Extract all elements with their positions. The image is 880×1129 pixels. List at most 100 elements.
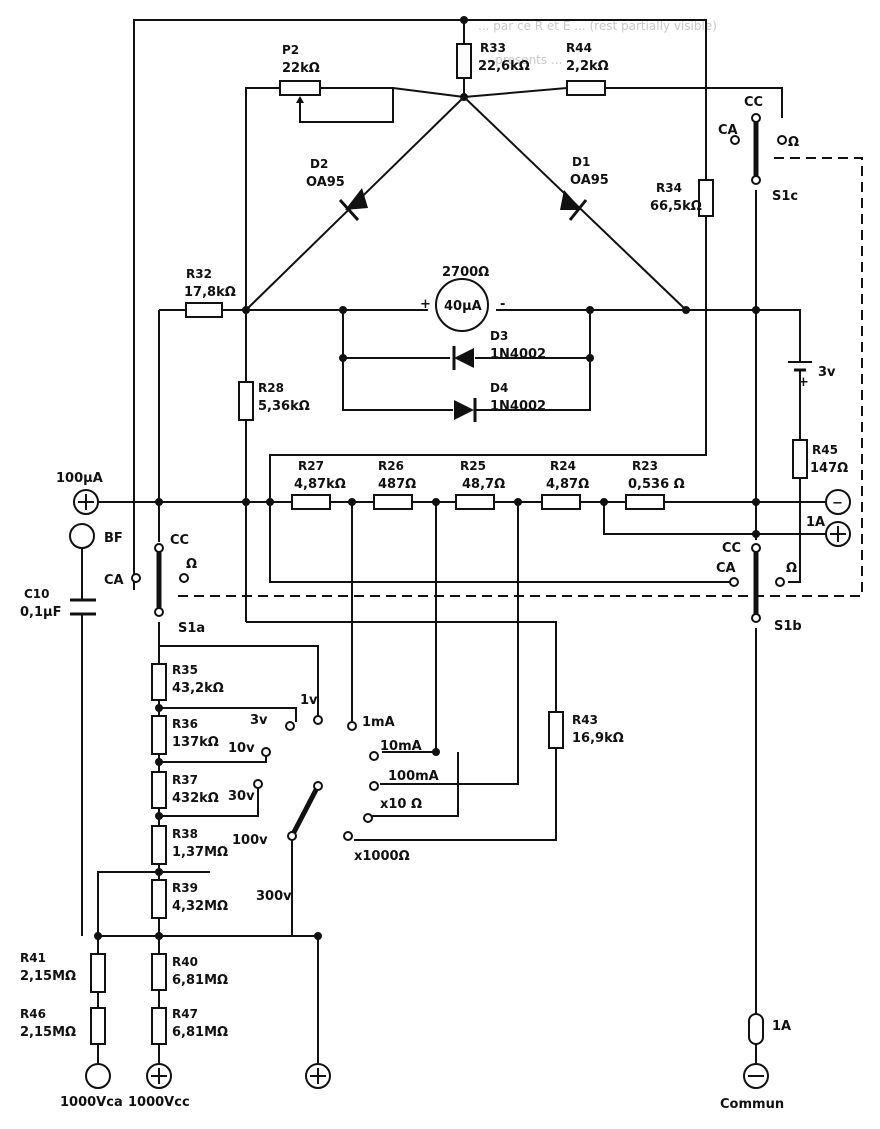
svg-text:432kΩ: 432kΩ — [172, 791, 219, 806]
svg-text:1mA: 1mA — [362, 715, 395, 730]
current-range-contacts[interactable] — [343, 721, 379, 841]
svg-text:OA95: OA95 — [306, 175, 345, 190]
svg-text:6,81MΩ: 6,81MΩ — [172, 973, 228, 988]
svg-text:22,6kΩ: 22,6kΩ — [478, 59, 530, 74]
svg-text:+: + — [420, 297, 431, 312]
svg-text:1000Vca: 1000Vca — [60, 1095, 123, 1110]
resistor-R47: R47 6,81MΩ — [151, 1007, 228, 1045]
voltage-range-switch[interactable] — [253, 715, 323, 841]
svg-text:R32: R32 — [186, 267, 212, 281]
svg-text:Ω: Ω — [788, 135, 799, 150]
svg-text:487Ω: 487Ω — [378, 477, 416, 492]
svg-text:R33: R33 — [480, 41, 506, 55]
terminal-bf[interactable]: BF — [69, 523, 123, 549]
svg-text:1000Vcc: 1000Vcc — [128, 1095, 190, 1110]
svg-text:30v: 30v — [228, 789, 255, 804]
svg-text:-: - — [500, 297, 505, 312]
svg-text:10mA: 10mA — [380, 739, 422, 754]
svg-text:BF: BF — [104, 531, 123, 546]
svg-text:40µA: 40µA — [444, 299, 482, 314]
svg-text:R24: R24 — [550, 459, 576, 473]
svg-text:1A: 1A — [806, 515, 825, 530]
terminal-300v-output[interactable] — [305, 1063, 331, 1089]
svg-text:R26: R26 — [378, 459, 404, 473]
diode-D3: D3 1N4002 — [452, 329, 546, 370]
terminal-1A[interactable]: 1A — [806, 515, 851, 547]
svg-text:D3: D3 — [490, 329, 508, 343]
svg-text:1,37MΩ: 1,37MΩ — [172, 845, 228, 860]
resistor-R43: R43 16,9kΩ — [548, 711, 624, 749]
switch-linkage-dashed — [172, 157, 863, 597]
svg-text:R40: R40 — [172, 955, 198, 969]
svg-text:CC: CC — [722, 541, 741, 556]
svg-text:CC: CC — [170, 533, 189, 548]
resistor-R23: R23 0,536 Ω — [625, 459, 685, 510]
svg-text:4,32MΩ: 4,32MΩ — [172, 899, 228, 914]
svg-text:R41: R41 — [20, 951, 46, 965]
switch-S1c[interactable]: CC CA Ω S1c — [718, 95, 799, 204]
svg-text:+: + — [798, 375, 809, 390]
svg-text:−: − — [832, 496, 843, 511]
svg-text:R44: R44 — [566, 41, 592, 55]
svg-text:R38: R38 — [172, 827, 198, 841]
svg-text:R43: R43 — [572, 713, 598, 727]
svg-text:66,5kΩ: 66,5kΩ — [650, 199, 702, 214]
svg-text:R23: R23 — [632, 459, 658, 473]
terminal-1000vcc[interactable]: 1000Vcc — [128, 1063, 190, 1110]
resistor-R26: R26 487Ω — [373, 459, 416, 510]
meter-40uA: 40µA 2700Ω + - — [420, 265, 505, 332]
resistor-R39: R39 4,32MΩ — [151, 879, 228, 919]
svg-text:2,15MΩ: 2,15MΩ — [20, 969, 76, 984]
svg-text:1v: 1v — [300, 693, 318, 708]
resistor-R25: R25 48,7Ω — [455, 459, 505, 510]
svg-text:D2: D2 — [310, 157, 328, 171]
svg-text:x10 Ω: x10 Ω — [380, 797, 422, 812]
svg-text:2,2kΩ: 2,2kΩ — [566, 59, 609, 74]
capacitor-C10: C10 0,1µF — [20, 587, 96, 620]
switch-S1a[interactable]: CC CA Ω S1a — [104, 533, 205, 636]
svg-text:100µA: 100µA — [56, 471, 103, 486]
svg-text:S1c: S1c — [772, 189, 798, 204]
svg-text:OA95: OA95 — [570, 173, 609, 188]
svg-text:43,2kΩ: 43,2kΩ — [172, 681, 224, 696]
faded-header-line-1: ... par ce R et E ... (rest partially vi… — [478, 19, 717, 33]
svg-text:100mA: 100mA — [388, 769, 439, 784]
svg-text:x1000Ω: x1000Ω — [354, 849, 410, 864]
potentiometer-P2: P2 22kΩ — [279, 43, 321, 103]
svg-text:R27: R27 — [298, 459, 324, 473]
terminal-1000vca[interactable]: 1000Vca — [60, 1063, 123, 1110]
svg-text:Commun: Commun — [720, 1097, 784, 1112]
svg-text:5,36kΩ: 5,36kΩ — [258, 399, 310, 414]
resistor-R37: R37 432kΩ — [151, 771, 219, 809]
resistor-R45: R45 147Ω — [792, 439, 848, 479]
battery-3v: 3v + — [788, 346, 836, 390]
svg-text:48,7Ω: 48,7Ω — [462, 477, 505, 492]
terminal-minus[interactable]: − — [825, 489, 851, 515]
junction-dots — [94, 16, 760, 940]
svg-text:0,536 Ω: 0,536 Ω — [628, 477, 685, 492]
svg-text:17,8kΩ: 17,8kΩ — [184, 285, 236, 300]
svg-text:R39: R39 — [172, 881, 198, 895]
svg-text:R35: R35 — [172, 663, 198, 677]
svg-text:R25: R25 — [460, 459, 486, 473]
resistor-R40: R40 6,81MΩ — [151, 953, 228, 991]
svg-text:R28: R28 — [258, 381, 284, 395]
svg-text:3v: 3v — [818, 365, 836, 380]
svg-text:100v: 100v — [232, 833, 268, 848]
svg-text:1N4002: 1N4002 — [490, 399, 546, 414]
diode-D1: D1 OA95 — [560, 155, 609, 221]
svg-text:S1a: S1a — [178, 621, 205, 636]
svg-text:6,81MΩ: 6,81MΩ — [172, 1025, 228, 1040]
resistor-R33: R33 22,6kΩ — [456, 41, 530, 79]
svg-text:2700Ω: 2700Ω — [442, 265, 489, 280]
svg-text:D1: D1 — [572, 155, 590, 169]
svg-text:CA: CA — [104, 573, 124, 588]
terminal-commun[interactable]: Commun — [720, 1063, 784, 1112]
fuse-1A: 1A — [748, 1013, 791, 1045]
switch-S1b[interactable]: CC CA Ω S1b — [716, 541, 802, 634]
terminal-100uA[interactable]: 100µA — [56, 471, 103, 515]
svg-text:4,87Ω: 4,87Ω — [546, 477, 589, 492]
svg-text:R34: R34 — [656, 181, 682, 195]
resistor-R34: R34 66,5kΩ — [650, 179, 714, 217]
